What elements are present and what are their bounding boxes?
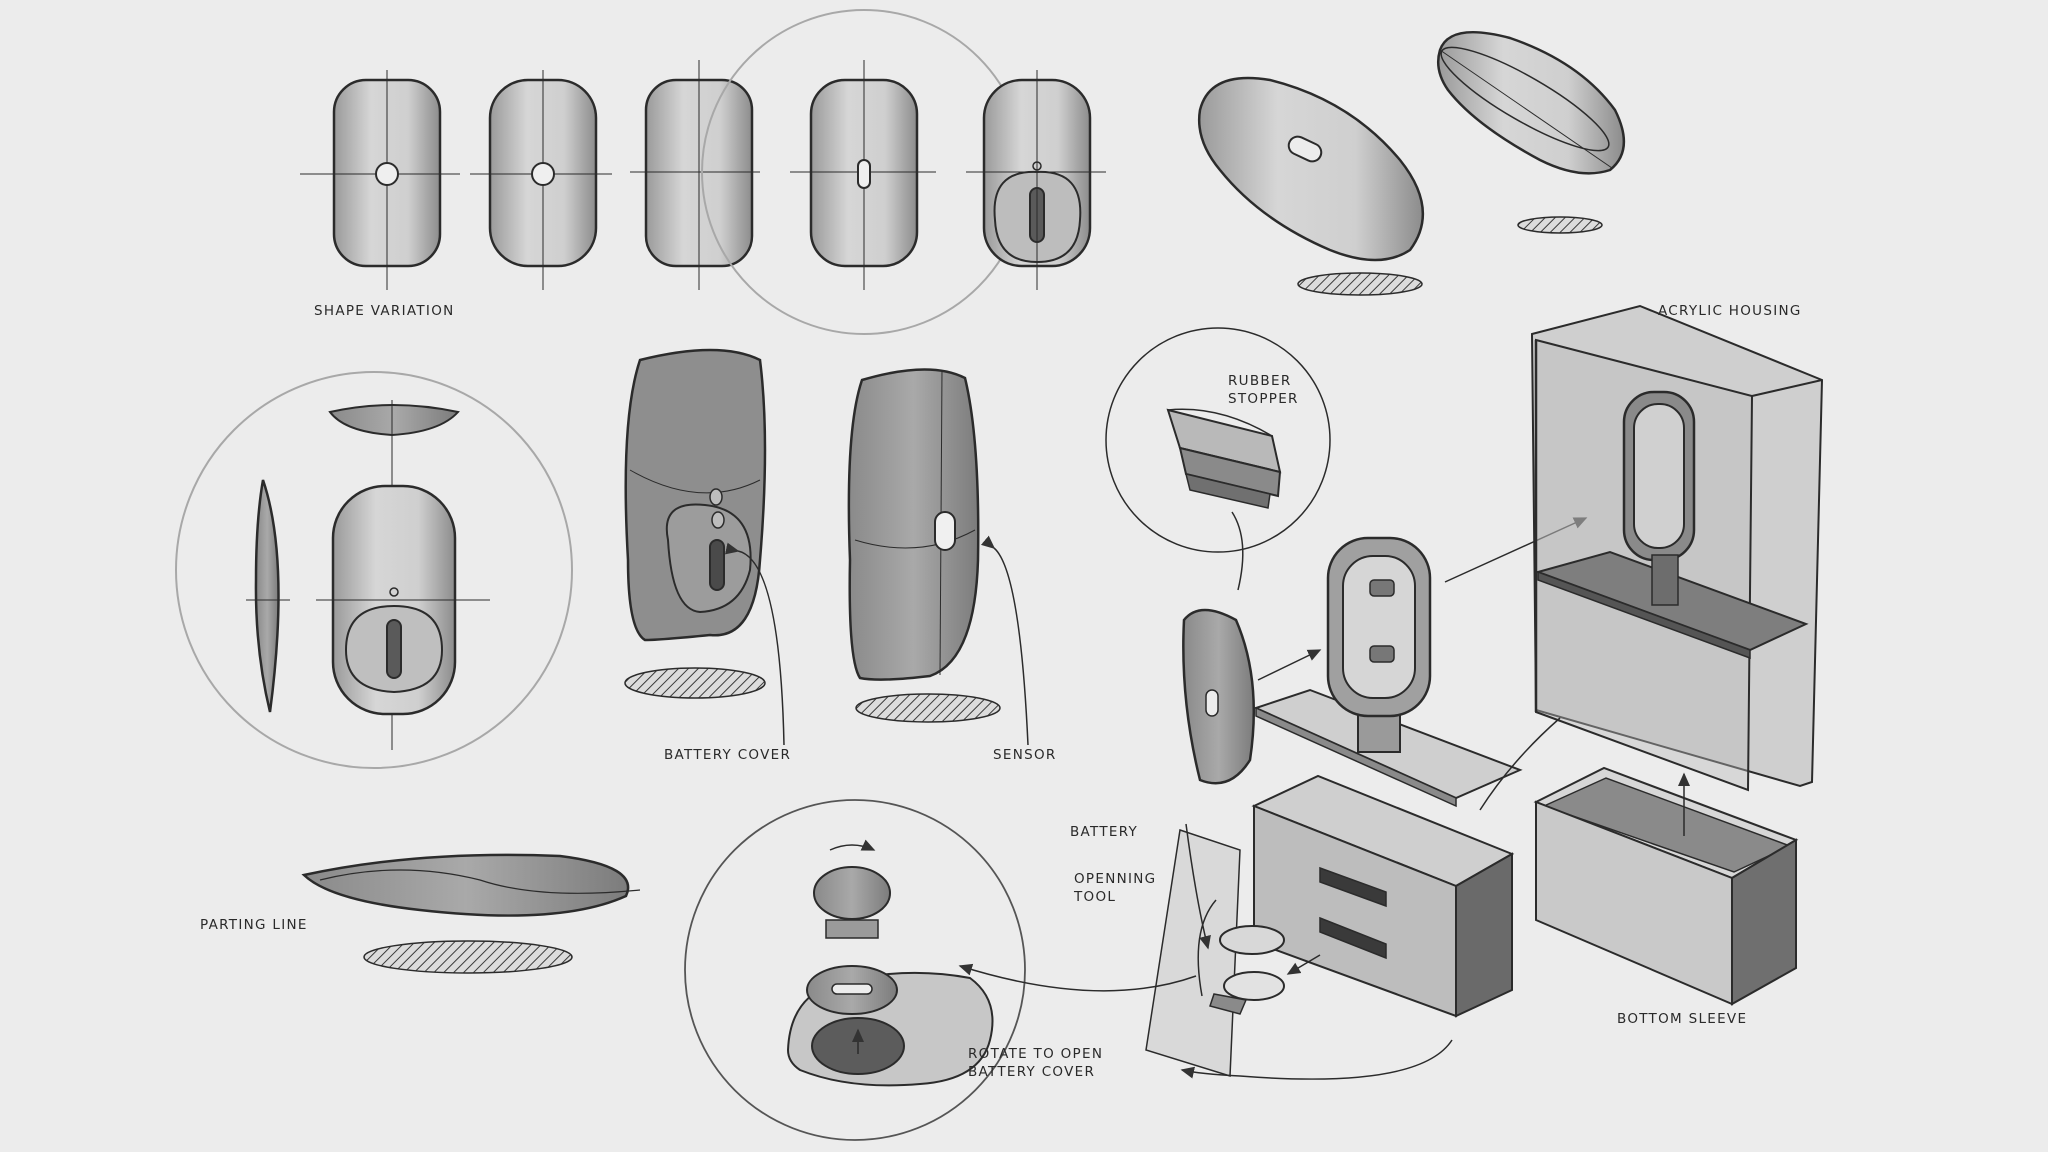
label-battery: BATTERY	[1070, 824, 1139, 840]
shape-variation-group	[300, 9, 1106, 335]
angled-mouse-2	[1437, 30, 1626, 234]
angled-mouse-views	[1198, 30, 1626, 296]
label-sensor: SENSOR	[993, 747, 1057, 763]
sensor-perspective	[725, 368, 1029, 746]
variation-1-sketch	[300, 70, 460, 290]
label-rubber-stopper: RUBBER STOPPER	[1228, 372, 1299, 408]
label-opening-tool-line1: OPENNING	[1074, 871, 1157, 887]
battery-cover-perspective	[624, 348, 767, 699]
label-rubber-stopper-line1: RUBBER	[1228, 373, 1292, 389]
variation-4-sketch	[701, 9, 1027, 335]
charging-stand	[1182, 517, 1588, 808]
parting-line-view	[301, 853, 641, 974]
label-bottom-sleeve: BOTTOM SLEEVE	[1617, 1011, 1748, 1027]
label-rotate-to-open: ROTATE TO OPEN BATTERY COVER	[968, 1045, 1103, 1081]
variation-3-sketch	[630, 60, 760, 290]
label-rotate-line2: BATTERY COVER	[968, 1064, 1096, 1080]
label-battery-cover: BATTERY COVER	[664, 747, 792, 763]
label-acrylic-housing: ACRYLIC HOUSING	[1658, 303, 1802, 319]
label-shape-variation: SHAPE VARIATION	[314, 303, 455, 319]
angled-mouse-1	[1198, 76, 1425, 296]
battery-box	[958, 717, 1561, 1080]
battery-cover-detail	[684, 799, 1026, 1141]
orthographic-views-group	[175, 371, 573, 769]
label-opening-tool: OPENNING TOOL	[1074, 870, 1156, 906]
label-opening-tool-line2: TOOL	[1074, 889, 1117, 905]
variation-2-sketch	[470, 70, 612, 290]
rubber-stopper-detail	[1105, 327, 1331, 591]
label-rotate-line1: ROTATE TO OPEN	[968, 1046, 1104, 1062]
bottom-sleeve	[1533, 766, 1799, 1006]
label-rubber-stopper-line2: STOPPER	[1228, 391, 1299, 407]
variation-5-sketch	[966, 70, 1106, 290]
label-parting-line: PARTING LINE	[200, 917, 308, 933]
acrylic-housing	[1530, 304, 1824, 792]
